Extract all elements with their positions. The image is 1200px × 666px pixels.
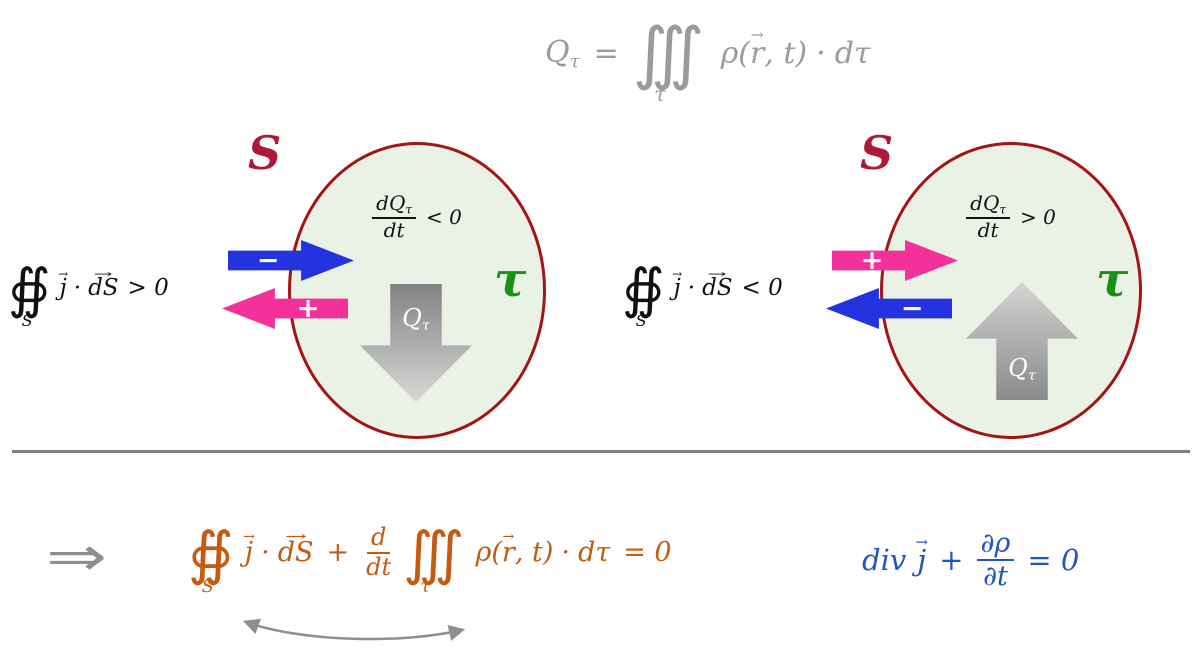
vector-arrow-icon: →: [502, 528, 515, 545]
rate-relation: < 0: [426, 205, 462, 230]
vector-j: →j: [915, 533, 929, 577]
div-operator: div: [862, 542, 907, 577]
integral-subscript: S: [635, 310, 647, 330]
left-volume-label: τ: [494, 252, 527, 308]
vector-arrow-icon: →: [915, 533, 929, 552]
right-inflow-sign: +: [860, 245, 884, 276]
integral-subscript: S: [21, 310, 33, 330]
flux-relation: > 0: [127, 275, 169, 302]
vector-arrow-icon: →: [707, 267, 727, 282]
vector-r: →r: [501, 528, 515, 568]
integral-subscript: τ: [654, 81, 666, 106]
ddt-fraction: d dt: [366, 523, 392, 581]
implies-arrow: ⇒: [46, 525, 108, 588]
total-charge-formula: Qτ = ∭ τ ρ( →r , t) · dτ: [545, 14, 871, 106]
volume-differential: dτ: [834, 36, 871, 71]
flux-relation: < 0: [741, 275, 783, 302]
left-charge-label: Qτ: [402, 304, 430, 335]
vector-arrow-icon: →: [672, 267, 683, 282]
right-volume-label: τ: [1096, 252, 1129, 308]
vector-arrow-icon: →: [58, 267, 69, 282]
rate-relation: > 0: [1020, 205, 1056, 230]
dot-operator: ·: [816, 36, 826, 71]
vector-r: →r: [749, 26, 765, 71]
rate-fraction: dQτ dt: [372, 192, 416, 242]
volume-integral-sign: ∭ τ: [403, 519, 465, 597]
divider-line: [12, 450, 1190, 453]
right-surface-label: S: [860, 126, 894, 180]
rho-open: ρ(: [475, 536, 502, 568]
left-rate-formula: dQτ dt < 0: [288, 192, 546, 242]
drho-dt-fraction: ∂ρ ∂t: [976, 528, 1015, 592]
volume-differential: dτ: [577, 536, 611, 568]
vector-arrow-icon: →: [750, 26, 764, 45]
charge-symbol: Qτ: [545, 35, 580, 73]
integral-subscript: τ: [420, 576, 430, 597]
rate-fraction: dQτ dt: [966, 192, 1010, 242]
right-charge-label: Qτ: [1008, 354, 1036, 385]
vector-arrow-icon: →: [243, 528, 255, 545]
vector-j: →j: [243, 528, 255, 568]
vector-ds: →dS: [277, 528, 314, 568]
surface-integral-sign: ∯ S: [8, 257, 51, 330]
left-inflow-sign: −: [256, 245, 280, 276]
left-outflow-sign: +: [296, 293, 320, 324]
rho-open: ρ(: [720, 36, 750, 71]
vector-j: →j: [58, 267, 69, 302]
equals-zero: = 0: [1027, 542, 1080, 577]
rho-close: , t): [514, 536, 554, 568]
equals-zero: = 0: [623, 536, 672, 568]
surface-volume-link-arrow: [242, 618, 466, 641]
right-flux-formula: ∯ S →j · →dS < 0: [622, 257, 783, 330]
vector-j: →j: [672, 267, 683, 302]
dot-operator: ·: [687, 275, 696, 302]
conservation-formula: ∯ S →j · →dS + d dt ∭ τ ρ( →r , t) · dτ …: [188, 519, 672, 597]
right-outflow-sign: −: [900, 293, 924, 324]
vector-arrow-icon: →: [284, 528, 307, 545]
surface-integral-sign: ∯ S: [188, 519, 234, 597]
vector-ds: →dS: [702, 267, 733, 302]
dot-operator: ·: [261, 536, 270, 568]
rho-close: , t): [764, 36, 808, 71]
left-surface-label: S: [248, 126, 282, 180]
vector-ds: →dS: [88, 267, 119, 302]
volume-integral-sign: ∭ τ: [632, 14, 705, 106]
plus-sign: +: [326, 536, 350, 568]
right-rate-formula: dQτ dt > 0: [880, 192, 1142, 242]
left-flux-formula: ∯ S →j · →dS > 0: [8, 257, 169, 330]
plus-sign: +: [939, 542, 964, 577]
local-continuity-formula: div →j + ∂ρ ∂t = 0: [862, 528, 1079, 592]
integral-subscript: S: [201, 576, 214, 597]
vector-arrow-icon: →: [93, 267, 113, 282]
surface-integral-sign: ∯ S: [622, 257, 665, 330]
dot-operator: ·: [561, 536, 570, 568]
dot-operator: ·: [73, 275, 82, 302]
equals-sign: =: [593, 36, 619, 71]
